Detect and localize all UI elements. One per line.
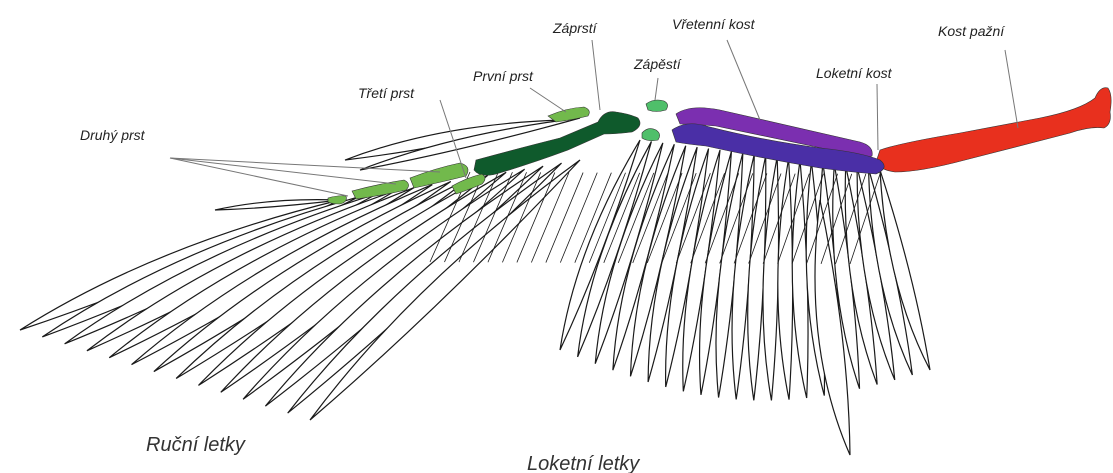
label-kost-pazni: Kost pažní [938,23,1006,39]
label-vretenni-kost: Vřetenní kost [672,16,756,32]
carpal-bone-lower [642,129,660,141]
leader-vretenni-kost [727,40,760,120]
secondary-feather [778,159,793,400]
leader-druhy-prst-1 [170,158,348,196]
leader-zapesti [655,78,658,100]
secondary-feather [792,160,808,398]
label-leader-lines [170,40,1018,196]
leader-zaprsti [592,40,600,110]
first-digit-bone [548,107,589,122]
humerus-bone [876,88,1111,172]
label-druhy-prst: Druhý prst [80,127,146,143]
leader-kost-pazni [1005,50,1018,128]
label-zaprsti: Záprstí [552,20,599,36]
carpal-bone-upper [646,100,668,112]
leader-loketni-kost [877,84,878,150]
label-treti-prst: Třetí prst [358,85,415,101]
second-digit-bone-3 [328,196,346,204]
label-loketni-letky: Loketní letky [527,453,640,473]
leader-druhy-prst-2 [170,158,396,184]
label-zapesti: Zápěstí [633,56,683,72]
leader-prvni-prst [530,88,566,112]
label-rucni-letky: Ruční letky [146,434,246,456]
secondary-feathers [560,140,930,455]
label-prvni-prst: První prst [473,68,534,84]
label-loketni-kost: Loketní kost [816,65,893,81]
